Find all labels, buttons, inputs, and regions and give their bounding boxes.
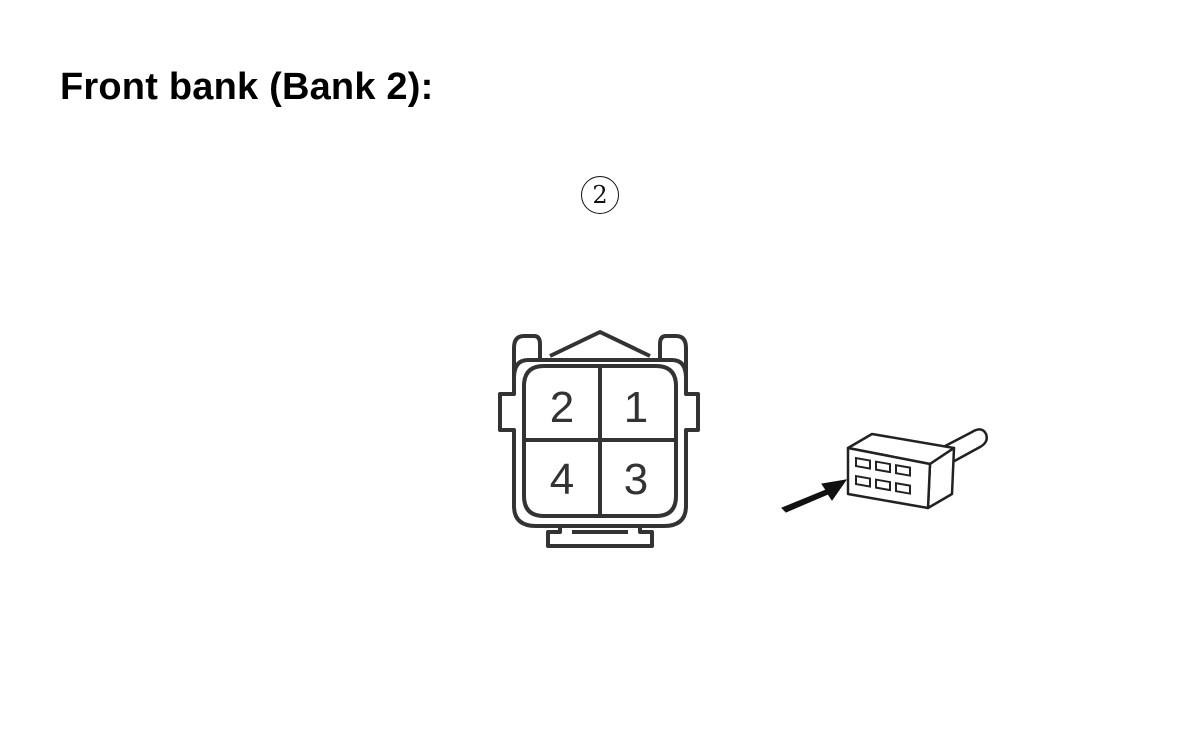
connector-number-marker: 2 xyxy=(581,176,619,214)
right-latch xyxy=(658,334,688,388)
terminal-slots xyxy=(855,456,911,495)
left-latch xyxy=(512,334,542,388)
connector-key-ridge xyxy=(549,330,651,358)
pin-3-label: 3 xyxy=(624,455,648,504)
page-title: Front bank (Bank 2): xyxy=(60,66,434,108)
connector-number: 2 xyxy=(592,181,608,209)
arrow-icon xyxy=(781,479,848,513)
pin-1-label: 1 xyxy=(624,383,648,432)
connector-isometric-view xyxy=(781,428,988,513)
bottom-tab xyxy=(546,526,654,548)
pin-2-label: 2 xyxy=(550,383,574,432)
connector-cavity xyxy=(522,364,678,518)
pin-4-label: 4 xyxy=(550,455,574,504)
connector-face-diagram: 2 1 4 3 xyxy=(498,330,700,548)
connector-housing xyxy=(498,358,700,528)
